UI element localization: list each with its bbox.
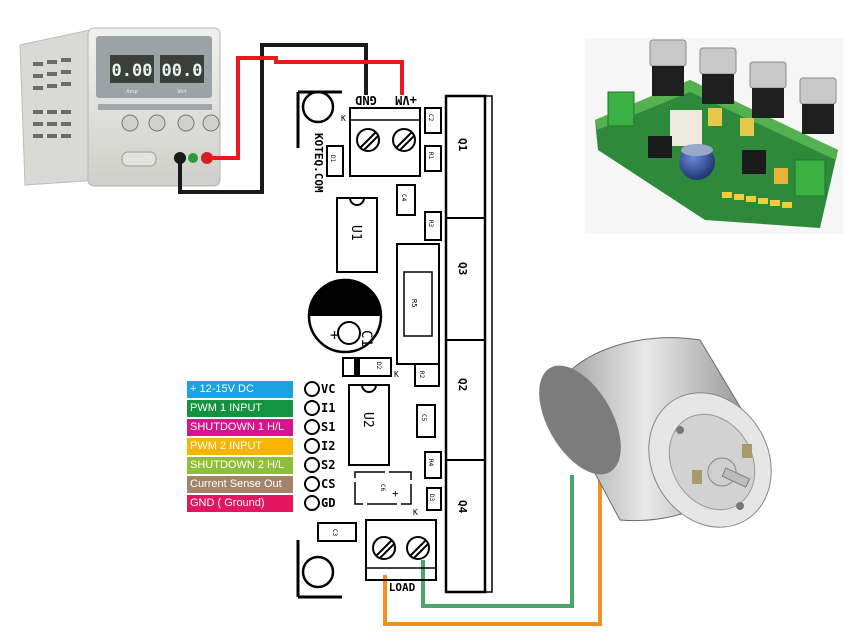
pin-s1: S1 <box>321 420 335 434</box>
r2-outline <box>414 363 440 387</box>
header-pin-circles <box>304 381 320 511</box>
c1-plus: + <box>330 326 339 344</box>
transistor-rail <box>444 94 487 594</box>
mount-hole-top <box>301 90 335 124</box>
red-wire <box>207 56 404 160</box>
d1-outline <box>326 145 344 177</box>
vm-label: +VM <box>395 93 417 107</box>
c6-label: C6 <box>379 484 386 492</box>
d2-k-mark: K <box>394 370 399 379</box>
q3-label: Q3 <box>456 262 469 275</box>
power-supply: 0.00 00.0 Amp Volt <box>19 27 221 187</box>
c6-outline <box>354 471 412 505</box>
volt-unit: Volt <box>177 89 186 95</box>
r1-outline <box>424 145 442 172</box>
r3-label: R3 <box>427 220 434 228</box>
d3-label: D3 <box>428 494 435 502</box>
c3-outline <box>317 522 357 542</box>
d2-outline <box>342 357 392 377</box>
u2-label: U2 <box>360 412 375 428</box>
c2-label: C2 <box>427 114 434 122</box>
green-wire <box>421 475 574 608</box>
c3-label: C3 <box>331 529 338 537</box>
label-supply: + 12-15V DC <box>187 381 293 398</box>
amp-display <box>110 55 154 83</box>
psu-knobs <box>121 114 220 132</box>
pin-i2: I2 <box>321 439 335 453</box>
r1-label: R1 <box>427 152 434 160</box>
q2-label: Q2 <box>456 378 469 391</box>
c4-label: C4 <box>400 194 407 202</box>
dc-motor <box>539 337 772 528</box>
q4-label: Q4 <box>456 500 469 514</box>
pin-vc: VC <box>321 382 335 396</box>
label-shutdown1: SHUTDOWN 1 H/L <box>187 419 293 436</box>
c2-outline <box>424 107 442 134</box>
u1-label: U1 <box>348 225 363 241</box>
board-photo <box>585 38 843 234</box>
gnd-label: GND <box>355 93 377 107</box>
r4-label: R4 <box>427 459 434 467</box>
volt-readout: 00.0 <box>162 61 203 81</box>
r3-outline <box>424 211 442 241</box>
brand-label: KOTEQ.COM <box>312 133 325 193</box>
d2-label: D2 <box>375 362 382 370</box>
label-pwm2: PWM 2 INPUT <box>187 438 293 455</box>
c6-plus: + <box>392 487 399 500</box>
r4-outline <box>424 451 442 479</box>
pin-gd: GD <box>321 496 335 510</box>
label-shutdown2: SHUTDOWN 2 H/L <box>187 457 293 474</box>
amp-unit: Amp <box>126 89 137 95</box>
c5-outline <box>416 404 436 438</box>
orange-wire <box>383 478 602 626</box>
pin-i1: I1 <box>321 401 335 415</box>
r2-label: R2 <box>418 371 425 379</box>
pcb-layout <box>296 90 493 599</box>
amp-readout: 0.00 <box>112 61 153 81</box>
load-terminal-block <box>365 519 437 581</box>
d1-label: D1 <box>329 155 336 163</box>
volt-display <box>160 55 204 83</box>
u2-outline <box>348 384 390 466</box>
c1-label: C1 <box>358 330 374 347</box>
u1-outline <box>336 197 378 273</box>
c5-label: C5 <box>420 414 427 422</box>
power-terminal-block <box>349 107 421 177</box>
load-label: LOAD <box>389 581 416 594</box>
d3-k-mark: K <box>413 508 418 517</box>
q1-label: Q1 <box>456 138 469 152</box>
r5-label: R5 <box>410 299 418 307</box>
mount-hole-bottom <box>301 555 335 589</box>
wires <box>178 43 602 626</box>
pin-s2: S2 <box>321 458 335 472</box>
label-current-sense: Current Sense Out <box>187 476 293 493</box>
pin-cs: CS <box>321 477 335 491</box>
c4-outline <box>396 184 416 216</box>
label-pwm1: PWM 1 INPUT <box>187 400 293 417</box>
header-pin-labels: VC I1 S1 I2 S2 CS GD <box>321 382 335 510</box>
label-ground: GND ( Ground) <box>187 495 293 512</box>
black-wire <box>178 43 368 194</box>
terminal-k-mark: K <box>341 114 346 123</box>
d3-outline <box>426 487 442 511</box>
